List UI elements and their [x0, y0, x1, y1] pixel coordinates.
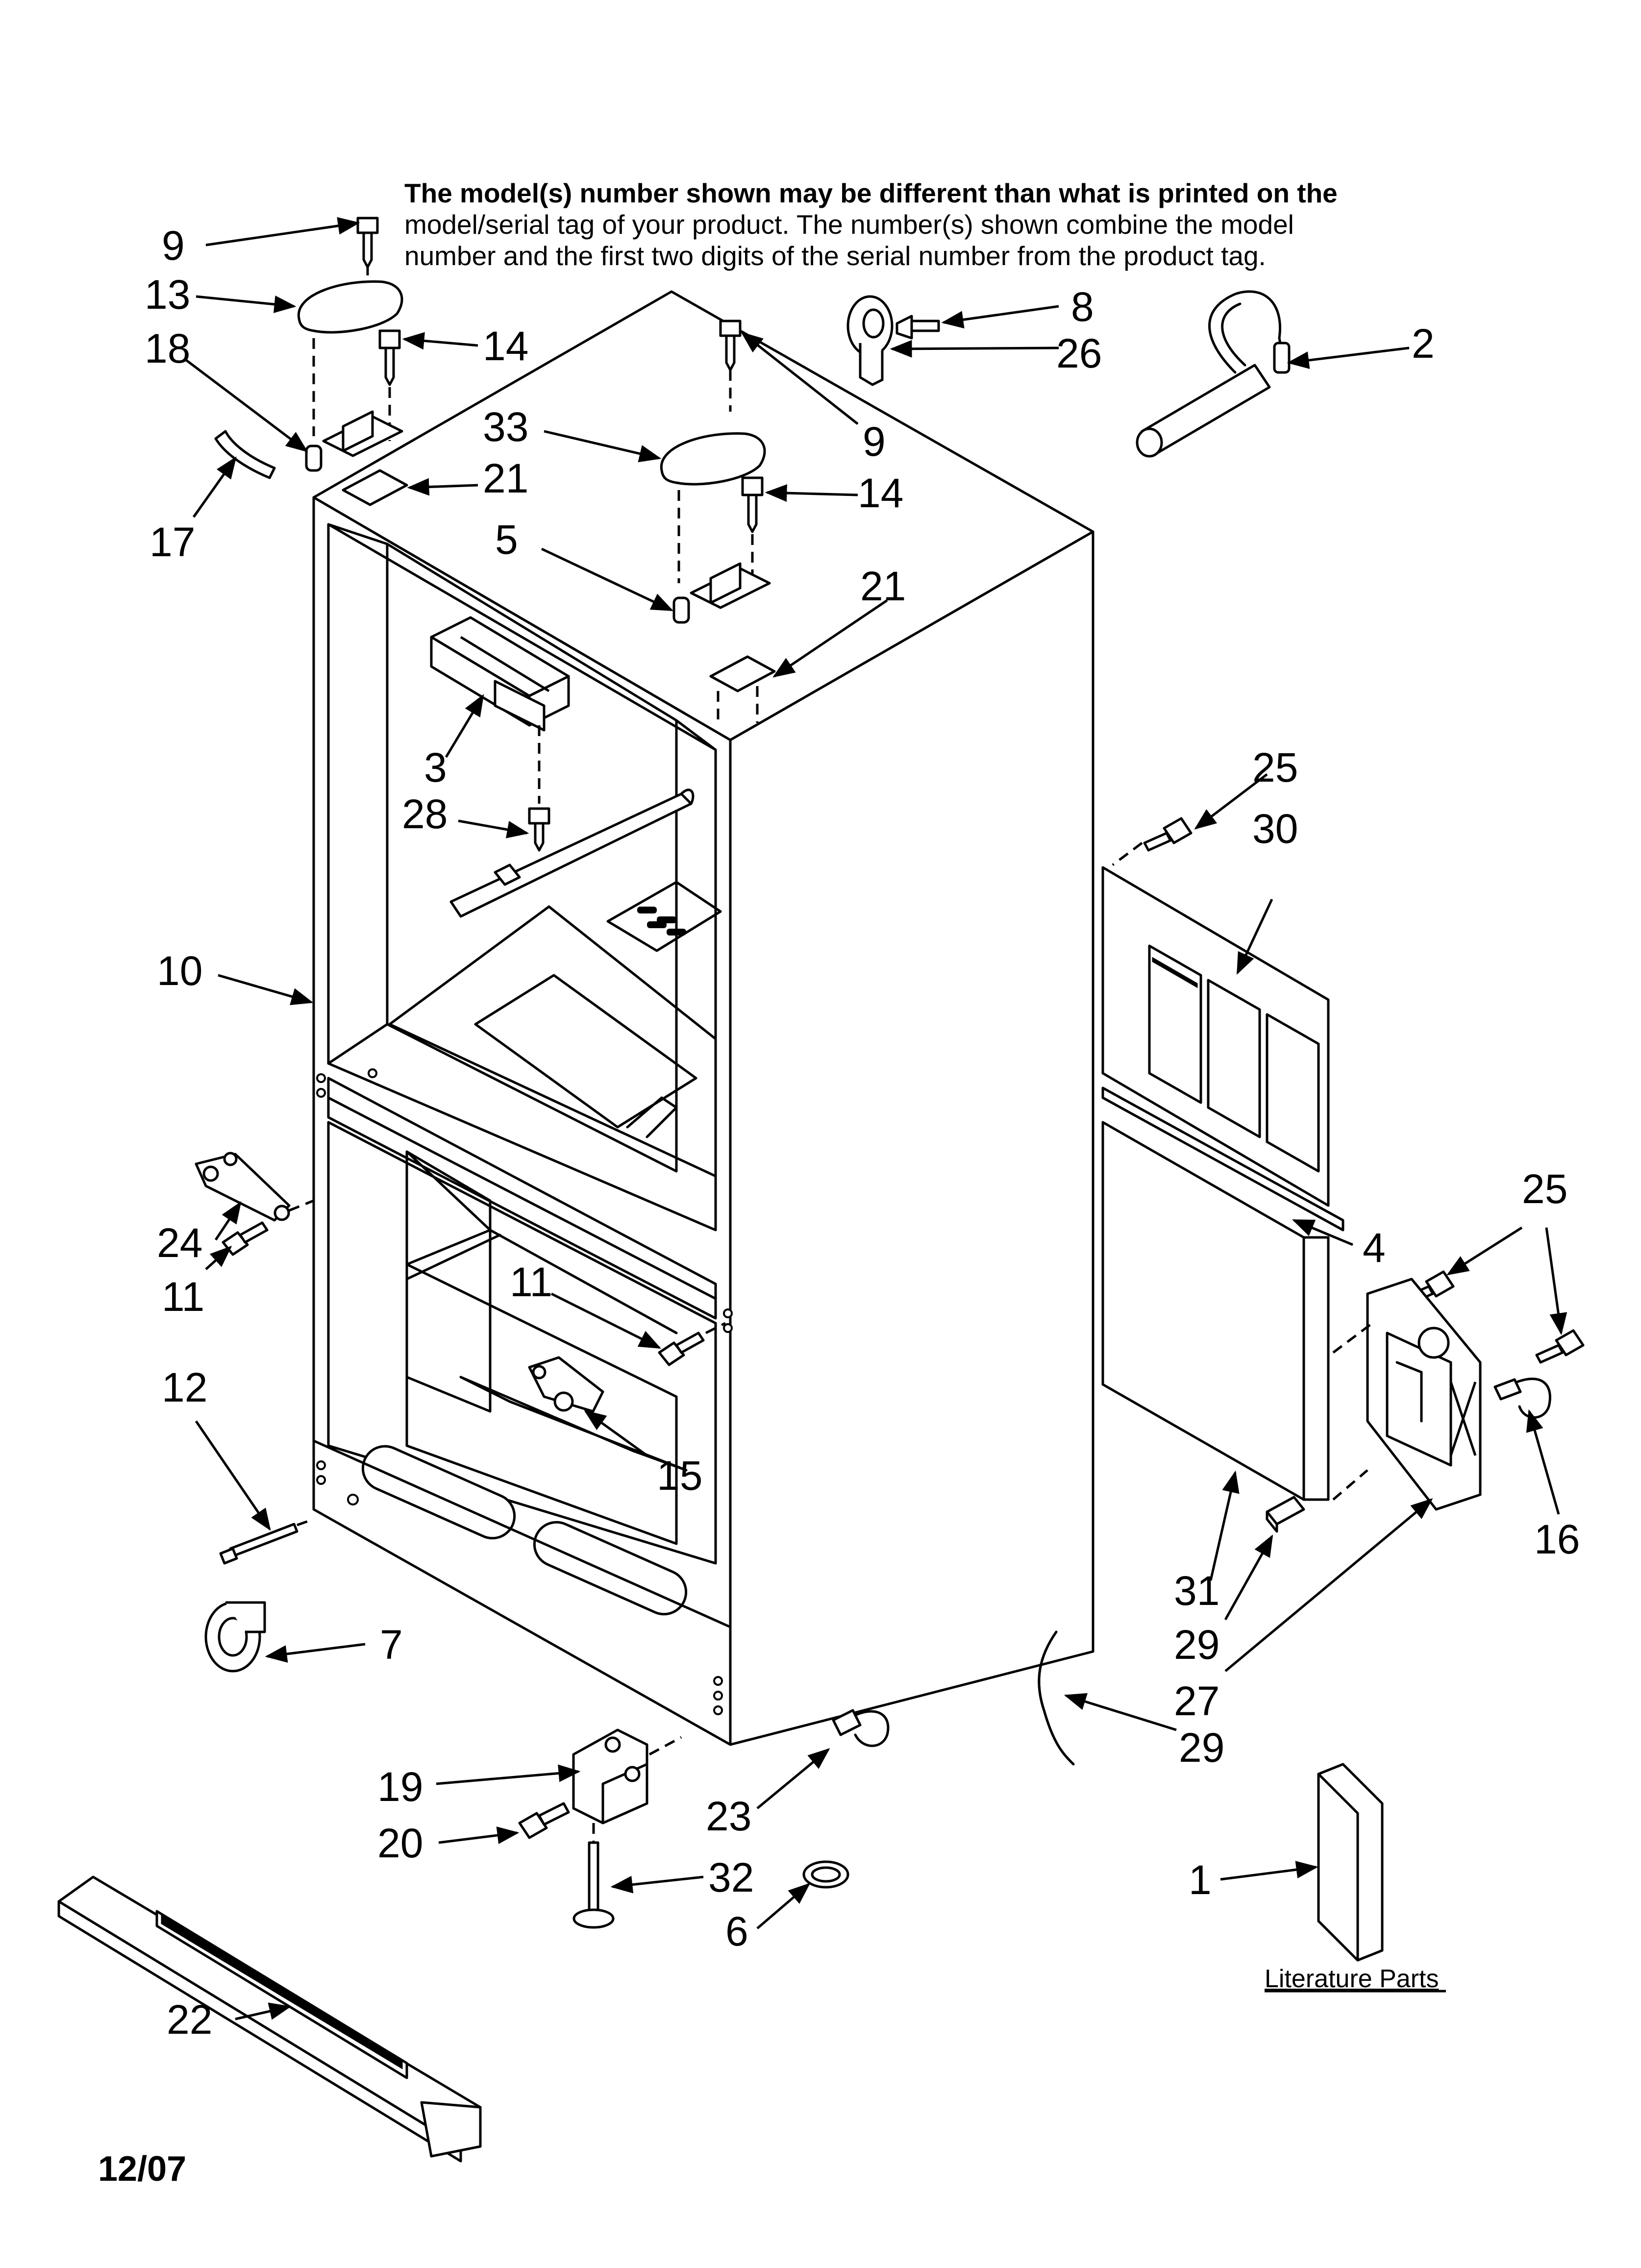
callout-28: 28 [402, 791, 448, 837]
callout-21: 21 [860, 563, 906, 609]
callout-21: 21 [483, 455, 528, 501]
insulation-31 [1101, 1121, 1330, 1501]
screw-14-left [378, 329, 401, 386]
callout-11: 11 [510, 1259, 552, 1305]
callout-13: 13 [145, 271, 190, 318]
callout-3: 3 [424, 744, 447, 790]
literature-parts-label: Literature Parts [1265, 1965, 1439, 1993]
bracket-19 [572, 1728, 648, 1824]
callout-32: 32 [708, 1854, 754, 1900]
screw-25-top [1143, 817, 1193, 852]
model-number-notice: The model(s) number shown may be differe… [404, 177, 1600, 271]
callout-19: 19 [377, 1764, 423, 1810]
callout-2: 2 [1412, 320, 1435, 367]
callout-27: 27 [1174, 1678, 1219, 1724]
callout-30: 30 [1252, 806, 1298, 852]
screw-12 [219, 1523, 298, 1565]
callout-14: 14 [858, 470, 903, 516]
callout-17: 17 [149, 519, 195, 565]
callout-12: 12 [162, 1364, 207, 1410]
screw-28 [528, 807, 550, 852]
callout-labels: 9 13 18 17 14 21 33 9 14 5 21 8 26 2 3 2… [145, 222, 1580, 2043]
notice-line-2: model/serial tag of your product. The nu… [404, 209, 1294, 240]
callout-9: 9 [863, 419, 886, 465]
door-stop-26 [846, 295, 894, 386]
spacer-17 [214, 430, 276, 479]
screw-8 [895, 315, 940, 340]
bracket-24 [195, 1152, 291, 1222]
screw-11-left [222, 1221, 269, 1256]
hinge-5 [672, 562, 771, 624]
callout-25: 25 [1252, 744, 1298, 790]
callout-26: 26 [1056, 330, 1102, 376]
callout-18: 18 [145, 325, 190, 371]
screw-25-right [1535, 1329, 1585, 1364]
callout-10: 10 [157, 948, 202, 994]
caster-7 [204, 1601, 266, 1673]
gasket-4 [1101, 1086, 1344, 1232]
callout-11: 11 [162, 1274, 204, 1320]
hinge-18 [305, 410, 403, 472]
callout-4: 4 [1363, 1225, 1386, 1271]
cabinet [312, 290, 1094, 1746]
callout-6: 6 [725, 1908, 748, 1954]
grommet-6 [802, 1860, 849, 1889]
callout-8: 8 [1071, 284, 1094, 330]
bracket-15 [528, 1356, 604, 1413]
callout-31: 31 [1174, 1568, 1219, 1614]
screw-11-right [658, 1331, 705, 1366]
callout-7: 7 [380, 1622, 403, 1668]
callout-33: 33 [483, 404, 528, 450]
screw-9-right [719, 320, 742, 371]
callout-24: 24 [157, 1220, 202, 1266]
callout-29: 29 [1174, 1622, 1219, 1668]
leader-lines [185, 217, 1567, 2021]
tube-2 [1136, 290, 1291, 458]
clip-16 [1493, 1378, 1551, 1419]
screw-9-left [356, 217, 379, 269]
hinge-cover-13 [297, 280, 403, 334]
notice-line-1: The model(s) number shown may be differe… [404, 178, 1338, 208]
leveling-leg-32 [572, 1841, 615, 1929]
callout-5: 5 [495, 517, 518, 563]
literature-1 [1317, 1763, 1384, 1962]
screw-14-right [741, 476, 764, 533]
clip-23 [832, 1709, 890, 1747]
clip-29 [1266, 1496, 1305, 1533]
shim-21-left [342, 469, 408, 506]
callout-29: 29 [1179, 1725, 1224, 1771]
callout-23: 23 [706, 1793, 751, 1839]
notice-line-3: number and the first two digits of the s… [404, 241, 1266, 271]
callout-9: 9 [162, 222, 185, 269]
callout-14: 14 [483, 323, 528, 369]
date-code: 12/07 [98, 2149, 186, 2189]
callout-25: 25 [1522, 1166, 1567, 1212]
callout-15: 15 [657, 1453, 702, 1499]
callout-16: 16 [1534, 1516, 1580, 1562]
callout-22: 22 [167, 1997, 212, 2043]
callout-1: 1 [1189, 1857, 1212, 1903]
cabinet-side [729, 530, 1094, 1746]
cabinet-front [312, 496, 732, 1746]
panel-bracket-27 [1366, 1278, 1482, 1511]
screw-20 [518, 1802, 570, 1839]
base-grille-22 [57, 1875, 482, 2163]
control-bracket-3 [430, 616, 570, 732]
hinge-cover-33 [660, 432, 766, 486]
callout-20: 20 [377, 1820, 423, 1866]
